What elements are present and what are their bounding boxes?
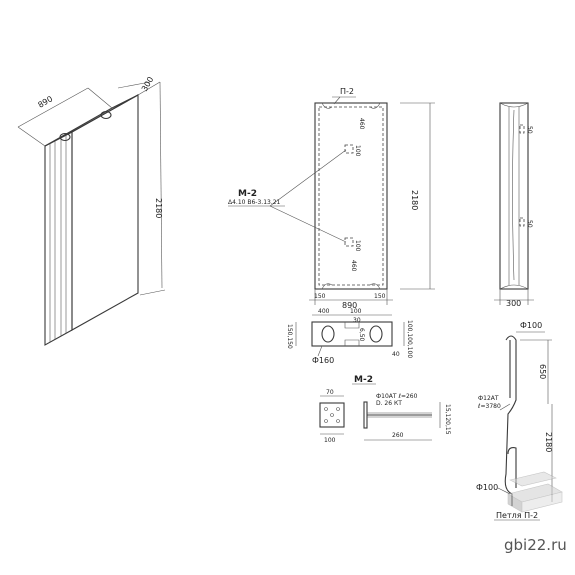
watermark-text: gbi22.ru bbox=[504, 536, 567, 554]
m2-callout: М-2 Δ4.10 В6-3.13.21 bbox=[228, 149, 347, 243]
m2-note-2: D. 26 КТ bbox=[376, 400, 402, 407]
front-dim-150-left: 150 bbox=[314, 293, 326, 300]
front-width-dim: 890 bbox=[342, 301, 357, 310]
section-dim-40: 40 bbox=[392, 351, 400, 358]
front-dim-100-b: 100 bbox=[354, 240, 361, 252]
section-dim-400: 400 bbox=[318, 308, 330, 315]
front-dim-100-a: 100 bbox=[354, 145, 361, 157]
m2-detail-title: М-2 bbox=[354, 375, 373, 385]
section-dim-30: 30 bbox=[353, 317, 361, 324]
side-width-dim: 300 bbox=[506, 299, 521, 308]
cross-section: 400 100 30 150,150 6,50 100,100,100 40 Ф… bbox=[286, 308, 413, 365]
watermark-logo-icon bbox=[507, 471, 563, 513]
loop-note-1: Ф12АТ bbox=[478, 395, 499, 402]
m2-callout-sub: Δ4.10 В6-3.13.21 bbox=[228, 199, 281, 206]
side-elevation: 50 50 300 bbox=[494, 102, 534, 308]
section-left-dims: 150,150 bbox=[286, 324, 293, 349]
watermark: gbi22.ru bbox=[504, 471, 567, 554]
iso-depth-dim: 300 bbox=[140, 75, 155, 93]
loop-height-dim: 2180 bbox=[544, 432, 553, 452]
section-dim-100: 100 bbox=[350, 308, 362, 315]
front-dim-150-right: 150 bbox=[374, 293, 386, 300]
m2-callout-title: М-2 bbox=[238, 189, 257, 199]
m2-dim-70: 70 bbox=[326, 389, 334, 396]
front-top-tag: П-2 bbox=[340, 87, 354, 96]
iso-height-dim: 2180 bbox=[154, 198, 163, 218]
front-dim-460-top: 460 bbox=[358, 118, 365, 130]
isometric-panel: 890 300 2180 bbox=[17, 75, 166, 346]
loop-caption: Петля П-2 bbox=[496, 511, 538, 520]
m2-detail: М-2 70 100 Ф10АТ ℓ=260 D. 26 КТ 15,120,1… bbox=[319, 375, 451, 444]
iso-width-dim: 890 bbox=[37, 94, 55, 109]
side-dim-50-bot: 50 bbox=[526, 220, 533, 228]
loop-p2: Ф100 650 Ф12АТ ℓ=3780 2180 Ф100 Петля П-… bbox=[476, 321, 553, 521]
front-elevation: П-2 460 100 100 460 2180 150 150 890 bbox=[309, 87, 435, 310]
front-dim-460-bot: 460 bbox=[350, 260, 357, 272]
m2-dim-100: 100 bbox=[324, 437, 336, 444]
loop-dim-650: 650 bbox=[538, 364, 547, 379]
loop-note-2: ℓ=3780 bbox=[477, 403, 501, 410]
m2-length-dim: 260 bbox=[392, 432, 404, 439]
section-mid-dims: 6,50 bbox=[358, 328, 365, 342]
loop-phi-bot: Ф100 bbox=[476, 483, 498, 492]
section-phi: Ф160 bbox=[312, 356, 334, 365]
section-right-dims: 100,100,100 bbox=[406, 320, 413, 358]
loop-phi-top: Ф100 bbox=[520, 321, 542, 330]
front-height-dim: 2180 bbox=[410, 190, 419, 210]
m2-note-1: Ф10АТ ℓ=260 bbox=[376, 393, 418, 400]
side-dim-50-top: 50 bbox=[526, 126, 533, 134]
m2-right-dims: 15,120,15 bbox=[444, 404, 451, 435]
